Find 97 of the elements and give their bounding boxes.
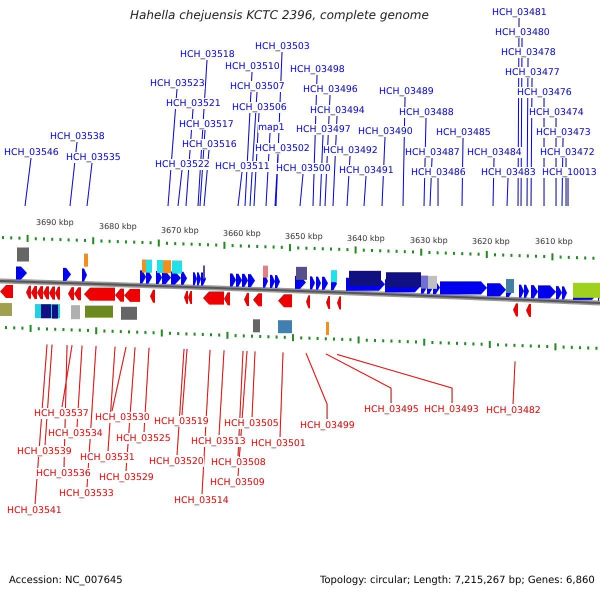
gene-label: HCH_03485 [436,127,491,138]
gene-label: HCH_03473 [536,127,591,138]
gene-label: HCH_03520 [149,456,204,467]
leader-line [76,345,82,428]
gene-label: HCH_03480 [495,27,550,38]
gene-label: HCH_03486 [411,167,466,178]
gene-label: HCH_03510 [225,61,280,72]
gene-label: HCH_03525 [116,433,171,444]
gene-label: HCH_03496 [303,84,358,95]
gene-label: HCH_03519 [154,416,209,427]
gene-label: HCH_03482 [486,405,541,416]
gene-label: HCH_03517 [179,119,234,130]
gene-label: HCH_03538 [50,131,105,142]
gene-label: HCH_03531 [80,452,135,463]
gene-label: HCH_03484 [467,147,522,158]
gene-label: HCH_03498 [290,64,345,75]
leader-line [506,178,508,206]
gene-label: HCH_03523 [150,78,205,89]
leader-line [300,174,304,206]
gene-label: HCH_03518 [180,49,235,60]
scale-label: 3620 kbp [472,236,510,247]
gene-label: HCH_03476 [517,87,572,98]
scale-label: 3610 kbp [535,236,573,247]
scale-label: 3680 kbp [99,221,137,232]
scale-label: 3650 kbp [285,231,323,242]
gene-label: HCH_03489 [379,86,434,97]
gene-label: map1 [258,122,285,133]
gene-label: HCH_03508 [211,457,266,468]
gene-label: HCH_03487 [405,147,460,158]
leader-line [176,348,184,456]
gene-label: HCH_03537 [34,408,89,419]
leader-line [336,354,452,404]
leader-line [144,347,150,432]
leader-line [44,344,52,446]
leader-line [112,346,126,412]
gene-label: HCH_03509 [210,477,265,488]
leader-line [326,353,392,404]
gene-label: HCH_10013 [542,167,597,178]
leader-line [218,350,224,436]
gene-label: HCH_03495 [364,404,419,415]
footer-text: Topology: circular; Length: 7,215,267 bp; Genes: 6,860 [320,575,595,586]
gene-label: HCH_03493 [424,404,479,415]
gene-label: HCH_03499 [300,420,355,431]
gene-label: HCH_03530 [95,412,150,423]
gene-label: HCH_03539 [17,446,72,457]
leader-line [238,172,242,206]
gene-label: HCH_03511 [215,161,270,172]
gene-label: HCH_03534 [48,428,103,439]
leader-line [306,352,328,420]
scale-label: 3660 kbp [223,228,261,239]
leader-line [382,136,386,206]
leader-line [62,344,72,408]
gene-label: HCH_03497 [296,124,351,135]
gene-label: HCH_03522 [155,159,210,170]
leader-line [512,360,516,404]
gene-label: HCH_03516 [182,139,237,150]
gene-label: HCH_03488 [399,107,454,118]
gene-label: HCH_03533 [59,488,114,499]
leader-line [182,348,188,416]
gene-label: HCH_03502 [255,143,310,154]
gene-label: HCH_03541 [7,505,62,516]
gene-label: HCH_03505 [224,418,279,429]
gene-label: HCH_03506 [232,102,287,113]
gene-label: HCH_03478 [501,47,556,58]
gene-label: HCH_03521 [166,98,221,109]
gene-label: HCH_03529 [99,472,154,483]
gene-label: HCH_03503 [255,41,310,52]
gene-label: HCH_03490 [358,126,413,137]
gene-label: HCH_03474 [529,107,584,118]
gene-label: HCH_03501 [251,438,306,449]
gene-label: HCH_03483 [481,167,536,178]
leader-line [108,346,116,452]
footer-text: Accession: NC_007645 [9,575,123,586]
gene-label: HCH_03507 [230,81,285,92]
leader-line [24,158,32,206]
leader-line [252,350,256,418]
title: Hahella chejuensis KCTC 2396, complete genome [130,10,429,21]
gene-label: HCH_03481 [492,7,547,18]
gene-label: HCH_03546 [4,147,59,158]
gene-label: HCH_03491 [339,165,394,176]
leader-line [86,162,92,206]
scale-label: 3690 kbp [36,217,74,228]
gene-label: HCH_03535 [66,152,121,163]
gene-label: HCH_03514 [174,495,229,506]
gene-label: HCH_03472 [540,147,595,158]
leader-line [178,170,182,206]
leader-line [280,352,284,438]
scale-label: 3630 kbp [410,235,448,246]
gene-label: HCH_03500 [276,163,331,174]
leader-line [364,176,366,206]
gene-label: HCH_03513 [191,436,246,447]
scale-label: 3640 kbp [347,233,385,244]
gene-label: HCH_03536 [36,468,91,479]
gene-label: HCH_03494 [310,105,365,116]
gene-label: HCH_03477 [505,67,560,78]
gene-label: HCH_03492 [323,145,378,156]
scale-label: 3670 kbp [161,225,199,236]
